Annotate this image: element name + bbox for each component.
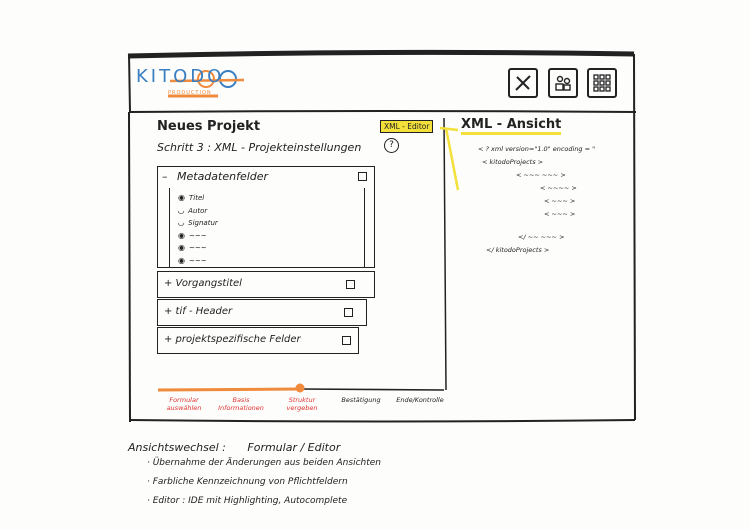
users-icon: [555, 75, 571, 91]
xml-line: < ~~~ >: [544, 210, 576, 218]
metadata-field[interactable]: ◉~~~: [178, 255, 207, 265]
wizard-step[interactable]: Basis Informationen: [218, 396, 264, 412]
xml-line: < ? xml version="1.0" encoding = ": [478, 145, 596, 153]
xml-line: </ kitodoProjects >: [486, 246, 550, 254]
field-label: Signatur: [188, 219, 218, 227]
note-bullet: · Farbliche Kennzeichnung von Pflichtfel…: [147, 477, 348, 487]
field-label: Titel: [188, 194, 205, 202]
tools-icon: [515, 75, 531, 91]
xml-line: </ ~~ ~~~ >: [518, 233, 565, 241]
eye-icon[interactable]: ◉: [178, 243, 185, 252]
xml-line: < ~~~~ >: [540, 184, 577, 192]
xml-line: < ~~~ >: [544, 197, 576, 205]
collapsed-section[interactable]: [157, 299, 367, 326]
section-checkbox[interactable]: [346, 280, 355, 289]
metadata-fields-box: [169, 188, 365, 268]
xml-line: < ~~~ ~~~ >: [516, 171, 566, 179]
section-label: + tif - Header: [164, 306, 233, 317]
field-label: ~~~: [188, 244, 207, 252]
xml-view-title: XML - Ansicht: [461, 117, 562, 135]
section-checkbox[interactable]: [344, 308, 353, 317]
step-title: Schritt 3 : XML - Projekteinstellungen: [157, 141, 362, 154]
eye-icon[interactable]: ◉: [178, 255, 185, 265]
eye-closed-icon[interactable]: ◡: [178, 218, 185, 227]
field-label: Autor: [188, 206, 208, 215]
metadata-header[interactable]: – Metadatenfelder: [162, 170, 268, 183]
note-bullet: · Editor : IDE mit Highlighting, Autocom…: [147, 496, 348, 506]
section-label: + projektspezifische Felder: [164, 334, 301, 345]
dashboard-button[interactable]: [587, 68, 617, 98]
wizard-step[interactable]: Struktur vergeben: [286, 396, 318, 412]
page-title: Neues Projekt: [157, 119, 261, 134]
metadata-field[interactable]: ◡Signatur: [178, 218, 218, 228]
users-button[interactable]: [548, 68, 578, 98]
field-label: ~~~: [188, 256, 207, 265]
logo-text: KITODO: [136, 66, 225, 87]
metadata-field[interactable]: ◉~~~: [178, 230, 207, 240]
eye-icon[interactable]: ◉: [178, 193, 185, 202]
wizard-step[interactable]: Formular auswählen: [166, 396, 202, 412]
help-icon[interactable]: ?: [384, 138, 399, 153]
logo-subtitle: PRODUCTION: [168, 90, 212, 96]
collapse-toggle: –: [162, 170, 168, 183]
notes-heading: Ansichtswechsel : Formular / Editor: [128, 441, 341, 454]
metadata-field[interactable]: ◉~~~: [178, 243, 207, 253]
metadata-checkbox[interactable]: [358, 172, 367, 181]
collapsed-section[interactable]: [157, 327, 359, 354]
eye-closed-icon[interactable]: ◡: [178, 205, 185, 215]
collapsed-section[interactable]: [157, 271, 375, 298]
tools-button[interactable]: [508, 68, 538, 98]
wizard-step[interactable]: Ende/Kontrolle: [396, 396, 444, 404]
xml-line: < kitodoProjects >: [482, 158, 544, 166]
grid-icon: [593, 74, 611, 92]
metadata-label: Metadatenfelder: [177, 170, 269, 183]
metadata-field[interactable]: ◡Autor: [178, 205, 208, 215]
section-label: + Vorgangstitel: [164, 278, 242, 289]
app-logo[interactable]: KITODO: [136, 66, 224, 87]
eye-icon[interactable]: ◉: [178, 230, 185, 240]
metadata-field[interactable]: ◉Titel: [178, 193, 205, 203]
wizard-step[interactable]: Bestätigung: [341, 396, 381, 404]
section-checkbox[interactable]: [342, 336, 351, 345]
note-bullet: · Übernahme der Änderungen aus beiden An…: [147, 458, 381, 468]
xml-editor-toggle[interactable]: XML - Editor: [380, 120, 434, 133]
field-label: ~~~: [188, 231, 207, 240]
